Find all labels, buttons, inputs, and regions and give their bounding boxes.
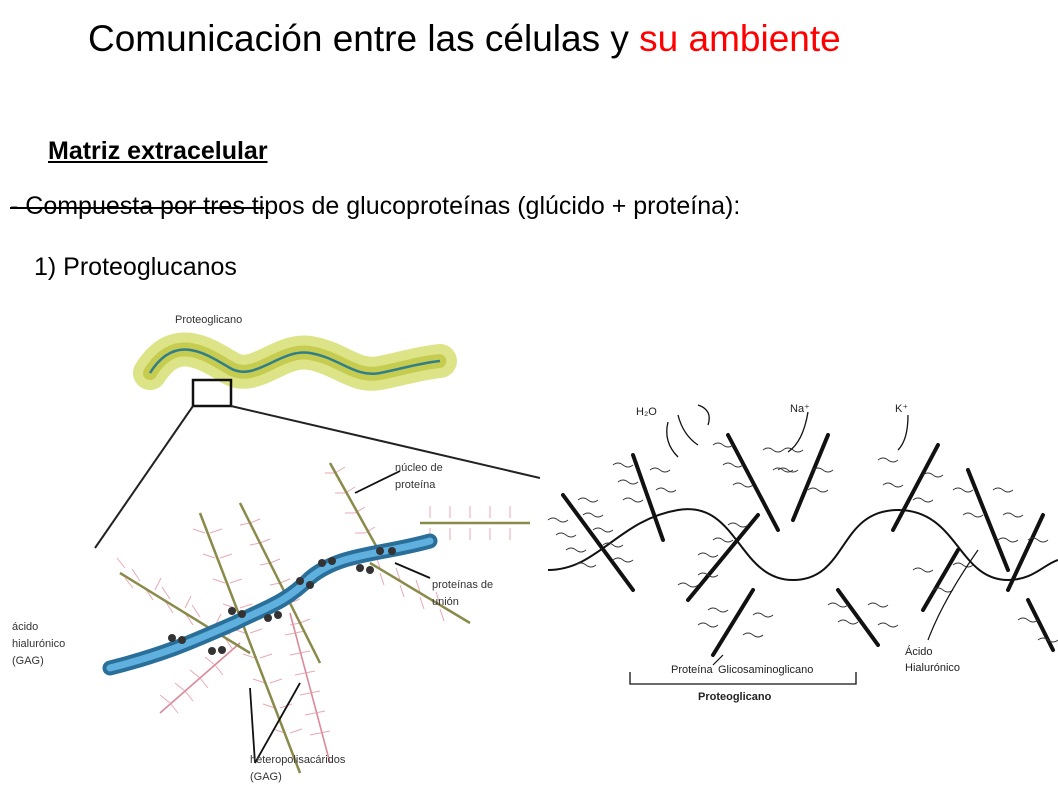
gag-squiggles [547,442,1058,643]
label-water: H₂O [636,406,657,418]
label-acido-1: ácido [12,621,38,633]
zoom-box [191,378,233,408]
bracket [629,672,857,685]
label-sodium: Na⁺ [790,403,810,415]
label-heteropolisacaridos: heteropolisacáridos (GAG) [250,754,346,783]
proteoglycan-schematic: H₂O Na⁺ K⁺ Proteína Glicosaminoglicano P… [547,403,1058,703]
label-proteoglicano: Proteoglicano [175,314,242,326]
bullet-text: pos de glucoproteínas (glúcido + proteín… [264,192,741,220]
label-acido-r-1: Ácido [905,645,933,658]
label-acido-2: hialurónico [12,638,65,650]
label-acido-3: (GAG) [12,655,44,667]
label-union-1: proteínas de [432,579,493,591]
core-protein-bars [561,433,1055,657]
proteoglycan-overview [94,332,540,549]
label-nucleo-de-proteina: núcleo de proteína [395,462,443,491]
hyaluronic-strand [547,508,1058,582]
bullet-line: - Compuesta por tres tipos de glucoprote… [10,192,740,221]
label-acido-hialuronico: ácido hialurónico (GAG) [12,621,65,667]
label-proteina: Proteína [671,664,713,676]
label-hetero-1: heteropolisacáridos [250,754,346,766]
label-nucleo-1: núcleo de [395,462,443,474]
left-pointers [249,470,431,764]
title-accent: su ambiente [639,18,841,59]
section-heading: Matriz extracelular [48,137,268,165]
core-proteins [119,462,530,774]
slide-title: Comunicación entre las células y su ambi… [88,18,841,60]
label-acido-r-2: Hialurónico [905,662,960,674]
struck-text: - Compuesta por tres ti [10,192,265,220]
label-proteinas-de-union: proteínas de unión [432,579,493,608]
label-union-2: unión [432,596,459,608]
label-hetero-2: (GAG) [250,771,282,783]
ion-arrows [666,404,909,458]
label-glicosaminoglicano: Glicosaminoglicano [718,664,813,676]
label-potassium: K⁺ [895,403,908,415]
label-proteoglicano-bracket: Proteoglicano [698,691,772,703]
title-main: Comunicación entre las células y [88,18,640,59]
list-item-proteoglucanos: 1) Proteoglucanos [34,253,237,281]
hyaluronic-acid-backbone [102,533,438,676]
gag-branches [119,462,530,774]
link-proteins [168,547,396,655]
label-nucleo-2: proteína [395,479,436,491]
right-pointers [712,549,979,666]
proteoglycan-illustration: Proteoglicano [12,314,540,783]
